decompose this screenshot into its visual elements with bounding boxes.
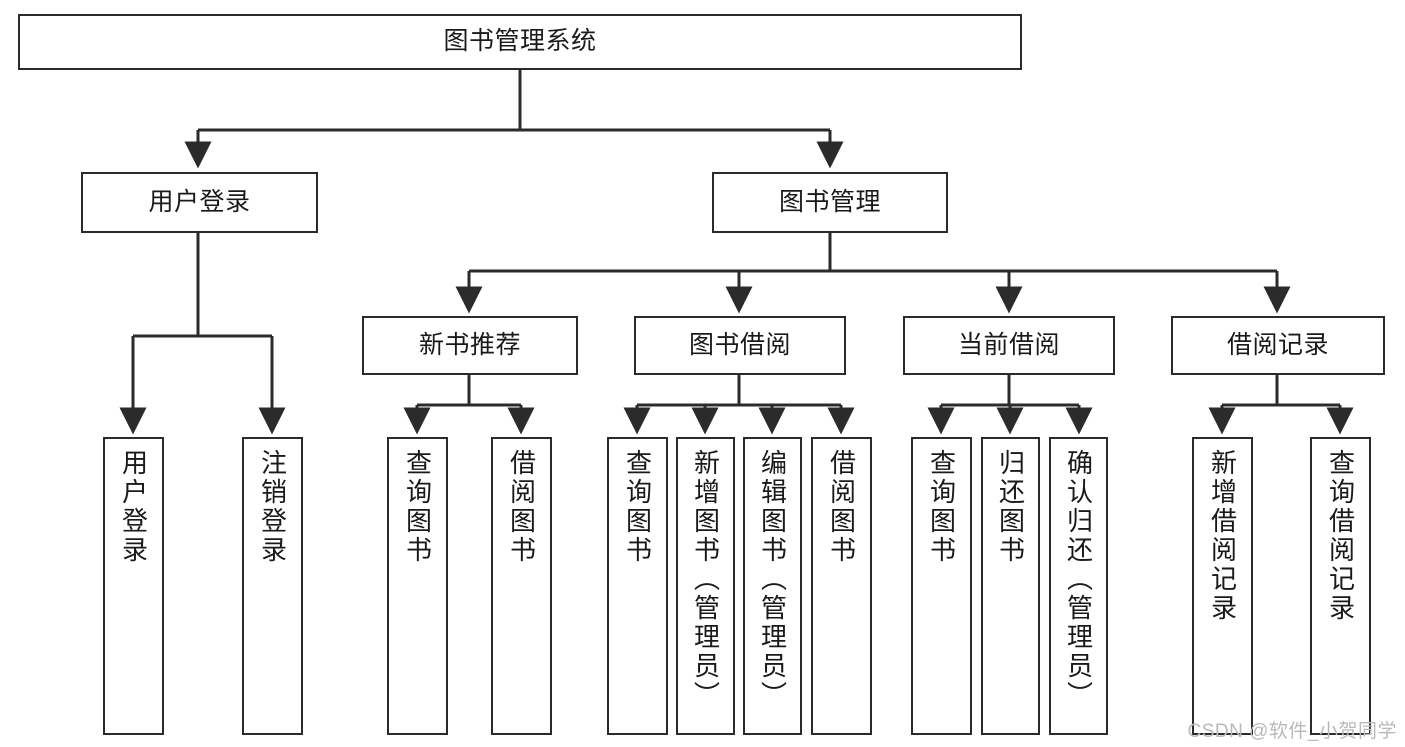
node-leaf-query-borrow-record[interactable]: 查询借阅记录 xyxy=(1310,437,1371,735)
node-leaf-borrow-query-book[interactable]: 查询图书 xyxy=(607,437,668,735)
node-leaf-current-query-book-label: 查询图书 xyxy=(926,449,957,565)
node-leaf-edit-book-admin[interactable]: 编辑图书（管理员） xyxy=(743,437,802,735)
node-leaf-confirm-return-admin[interactable]: 确认归还（管理员） xyxy=(1049,437,1108,735)
node-leaf-query-borrow-record-label: 查询借阅记录 xyxy=(1325,449,1356,623)
node-leaf-add-borrow-record-label: 新增借阅记录 xyxy=(1207,449,1238,623)
node-leaf-recommend-query-book-label: 查询图书 xyxy=(402,449,433,565)
node-leaf-recommend-query-book[interactable]: 查询图书 xyxy=(387,437,448,735)
node-root-system-label: 图书管理系统 xyxy=(443,27,597,56)
node-leaf-logout[interactable]: 注销登录 xyxy=(242,437,303,735)
node-book-borrow[interactable]: 图书借阅 xyxy=(634,316,846,375)
node-root-system[interactable]: 图书管理系统 xyxy=(18,14,1022,70)
node-leaf-user-login[interactable]: 用户登录 xyxy=(103,437,164,735)
node-leaf-add-book-admin-label: 新增图书（管理员） xyxy=(690,449,721,710)
node-new-book-recommend[interactable]: 新书推荐 xyxy=(362,316,578,375)
node-leaf-recommend-borrow-book-label: 借阅图书 xyxy=(506,449,537,565)
node-leaf-borrow-book[interactable]: 借阅图书 xyxy=(811,437,872,735)
node-leaf-logout-label: 注销登录 xyxy=(257,449,288,565)
node-leaf-add-borrow-record[interactable]: 新增借阅记录 xyxy=(1192,437,1253,735)
node-book-management-label: 图书管理 xyxy=(778,187,881,216)
node-leaf-current-query-book[interactable]: 查询图书 xyxy=(911,437,972,735)
node-borrow-records[interactable]: 借阅记录 xyxy=(1171,316,1385,375)
node-leaf-return-book-label: 归还图书 xyxy=(995,449,1026,565)
node-user-login[interactable]: 用户登录 xyxy=(81,172,318,233)
node-leaf-edit-book-admin-label: 编辑图书（管理员） xyxy=(757,449,788,710)
node-leaf-user-login-label: 用户登录 xyxy=(118,449,149,565)
node-book-management[interactable]: 图书管理 xyxy=(712,172,948,233)
node-borrow-records-label: 借阅记录 xyxy=(1226,330,1329,359)
node-new-book-recommend-label: 新书推荐 xyxy=(418,330,521,359)
node-leaf-recommend-borrow-book[interactable]: 借阅图书 xyxy=(491,437,552,735)
node-current-borrow-label: 当前借阅 xyxy=(957,330,1060,359)
node-leaf-add-book-admin[interactable]: 新增图书（管理员） xyxy=(676,437,735,735)
node-leaf-borrow-book-label: 借阅图书 xyxy=(826,449,857,565)
node-leaf-borrow-query-book-label: 查询图书 xyxy=(622,449,653,565)
node-book-borrow-label: 图书借阅 xyxy=(688,330,791,359)
node-leaf-return-book[interactable]: 归还图书 xyxy=(981,437,1040,735)
node-leaf-confirm-return-admin-label: 确认归还（管理员） xyxy=(1063,449,1094,710)
node-user-login-label: 用户登录 xyxy=(148,187,251,216)
node-current-borrow[interactable]: 当前借阅 xyxy=(903,316,1115,375)
